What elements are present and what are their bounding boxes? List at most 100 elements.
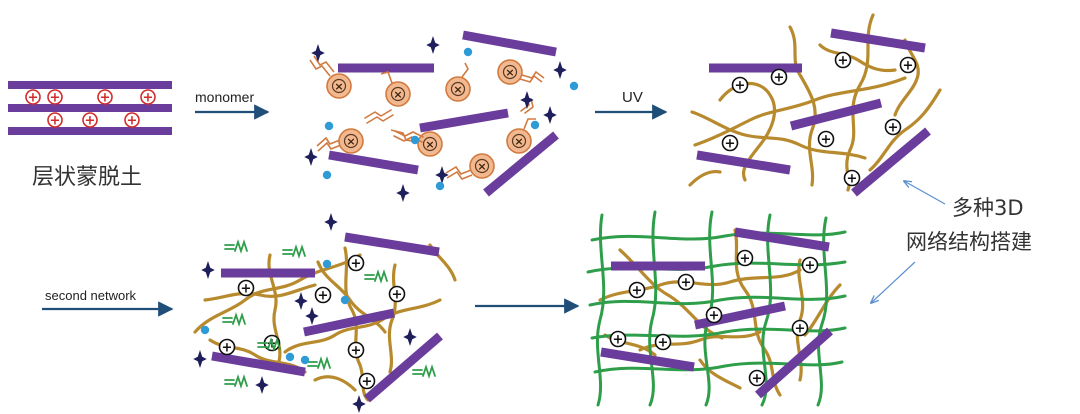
second-polymer-chain [595,213,606,407]
positive-charge-icon: + [736,249,754,267]
svg-text:+: + [392,288,403,303]
svg-text:+: + [658,336,669,351]
positive-charge-icon: + [218,338,236,356]
second-polymer-chain [590,326,847,340]
positive-charge-icon: + [124,112,140,129]
clay-platelet [462,30,557,57]
polymer-chain [693,76,907,147]
four-point-star-icon [403,328,417,346]
positive-charge-icon: + [628,281,646,299]
positive-charge-icon: + [884,118,902,136]
positive-charge-icon: + [358,372,376,390]
polymer-chain [690,110,867,160]
polymer-chain [364,109,394,124]
svg-text:+: + [100,91,111,106]
positive-charge-icon: + [314,286,332,304]
positive-charge-icon: + [843,169,861,187]
blue-dot-icon [410,135,420,145]
svg-text:×: × [453,83,462,96]
svg-text:×: × [393,88,402,101]
charged-monomer-icon: × [309,55,352,99]
double-network-panel: +++++++++ [586,210,847,407]
second-polymer-chain [590,230,847,242]
clay-platelet [328,150,419,175]
svg-text:+: + [50,91,61,106]
positive-charge-icon: + [237,279,255,297]
svg-text:+: + [903,59,914,74]
svg-text:×: × [505,66,514,79]
four-point-star-icon [311,44,325,62]
blue-dot-icon [324,121,334,131]
positive-charge-icon: + [748,369,766,387]
layered-montmorillonite-panel: +++++++ [8,81,172,135]
svg-text:+: + [735,79,746,94]
clay-platelet [734,227,830,252]
positive-charge-icon: + [609,330,627,348]
svg-text:+: + [143,91,154,106]
first-network-panel: + + + + + + + + [688,13,942,197]
svg-text:+: + [318,289,329,304]
layered-mmt-label: 层状蒙脱土 [32,165,142,190]
polymer-chain [698,358,742,390]
positive-charge-icon: + [140,89,156,106]
positive-charge-icon: + [654,333,672,351]
charged-monomer-icon: × [445,62,471,102]
blue-dot-icon [322,170,332,180]
blue-dot-icon [300,355,310,365]
positive-charge-icon: + [82,112,98,129]
blue-dot-icon [285,352,295,362]
svg-text:+: + [847,172,858,187]
svg-text:+: + [725,137,736,152]
polymer-chain [788,25,817,187]
four-point-star-icon [396,184,410,202]
positive-charge-icon: + [47,89,63,106]
svg-text:+: + [821,133,832,148]
svg-text:+: + [681,276,692,291]
positive-charge-icon: + [347,254,365,272]
annotation-line-2: 网络结构搭建 [906,230,1032,254]
positive-charge-icon: + [770,68,788,86]
annotation-line-1: 多种3D [952,196,1024,220]
positive-charge-icon: + [791,319,809,337]
four-point-star-icon [294,292,308,310]
monomer-label: monomer [195,89,254,105]
svg-text:+: + [709,309,720,324]
positive-charge-icon: + [731,76,749,94]
polymer-chain [193,253,362,334]
clay-platelet [344,232,440,257]
svg-text:+: + [50,114,61,129]
polymer-chain [387,263,397,374]
polymer-chain [893,38,920,117]
clay-platelet [851,127,931,197]
polymer-chain [688,169,722,187]
positive-charge-icon: + [899,56,917,74]
polymer-chain [203,283,317,302]
four-point-star-icon [520,91,534,109]
clay-platelet [303,308,395,337]
charged-monomer-icon: × [497,59,545,85]
svg-text:+: + [632,284,643,299]
svg-text:+: + [85,114,96,129]
svg-text:+: + [241,282,252,297]
four-point-star-icon [201,261,215,279]
clay-platelet [696,150,791,175]
positive-charge-icon: + [388,285,406,303]
clay-platelet [600,347,695,372]
svg-text:+: + [362,375,373,390]
second-network-label: second network [45,288,137,303]
positive-charge-icon: + [834,51,852,69]
four-point-star-icon [255,376,269,394]
svg-text:+: + [888,121,899,136]
blue-dot-icon [322,259,332,269]
four-point-star-icon [305,307,319,325]
polymer-chain [868,88,942,172]
zigzag-crosslinker-icon [364,269,388,284]
svg-text:+: + [752,372,763,387]
polymer-chain [818,43,897,73]
charged-monomer-icon: × [506,118,536,154]
svg-text:+: + [795,322,806,337]
four-point-star-icon [435,166,449,184]
clay-platelet [419,108,509,133]
positive-charge-icon: + [47,112,63,129]
